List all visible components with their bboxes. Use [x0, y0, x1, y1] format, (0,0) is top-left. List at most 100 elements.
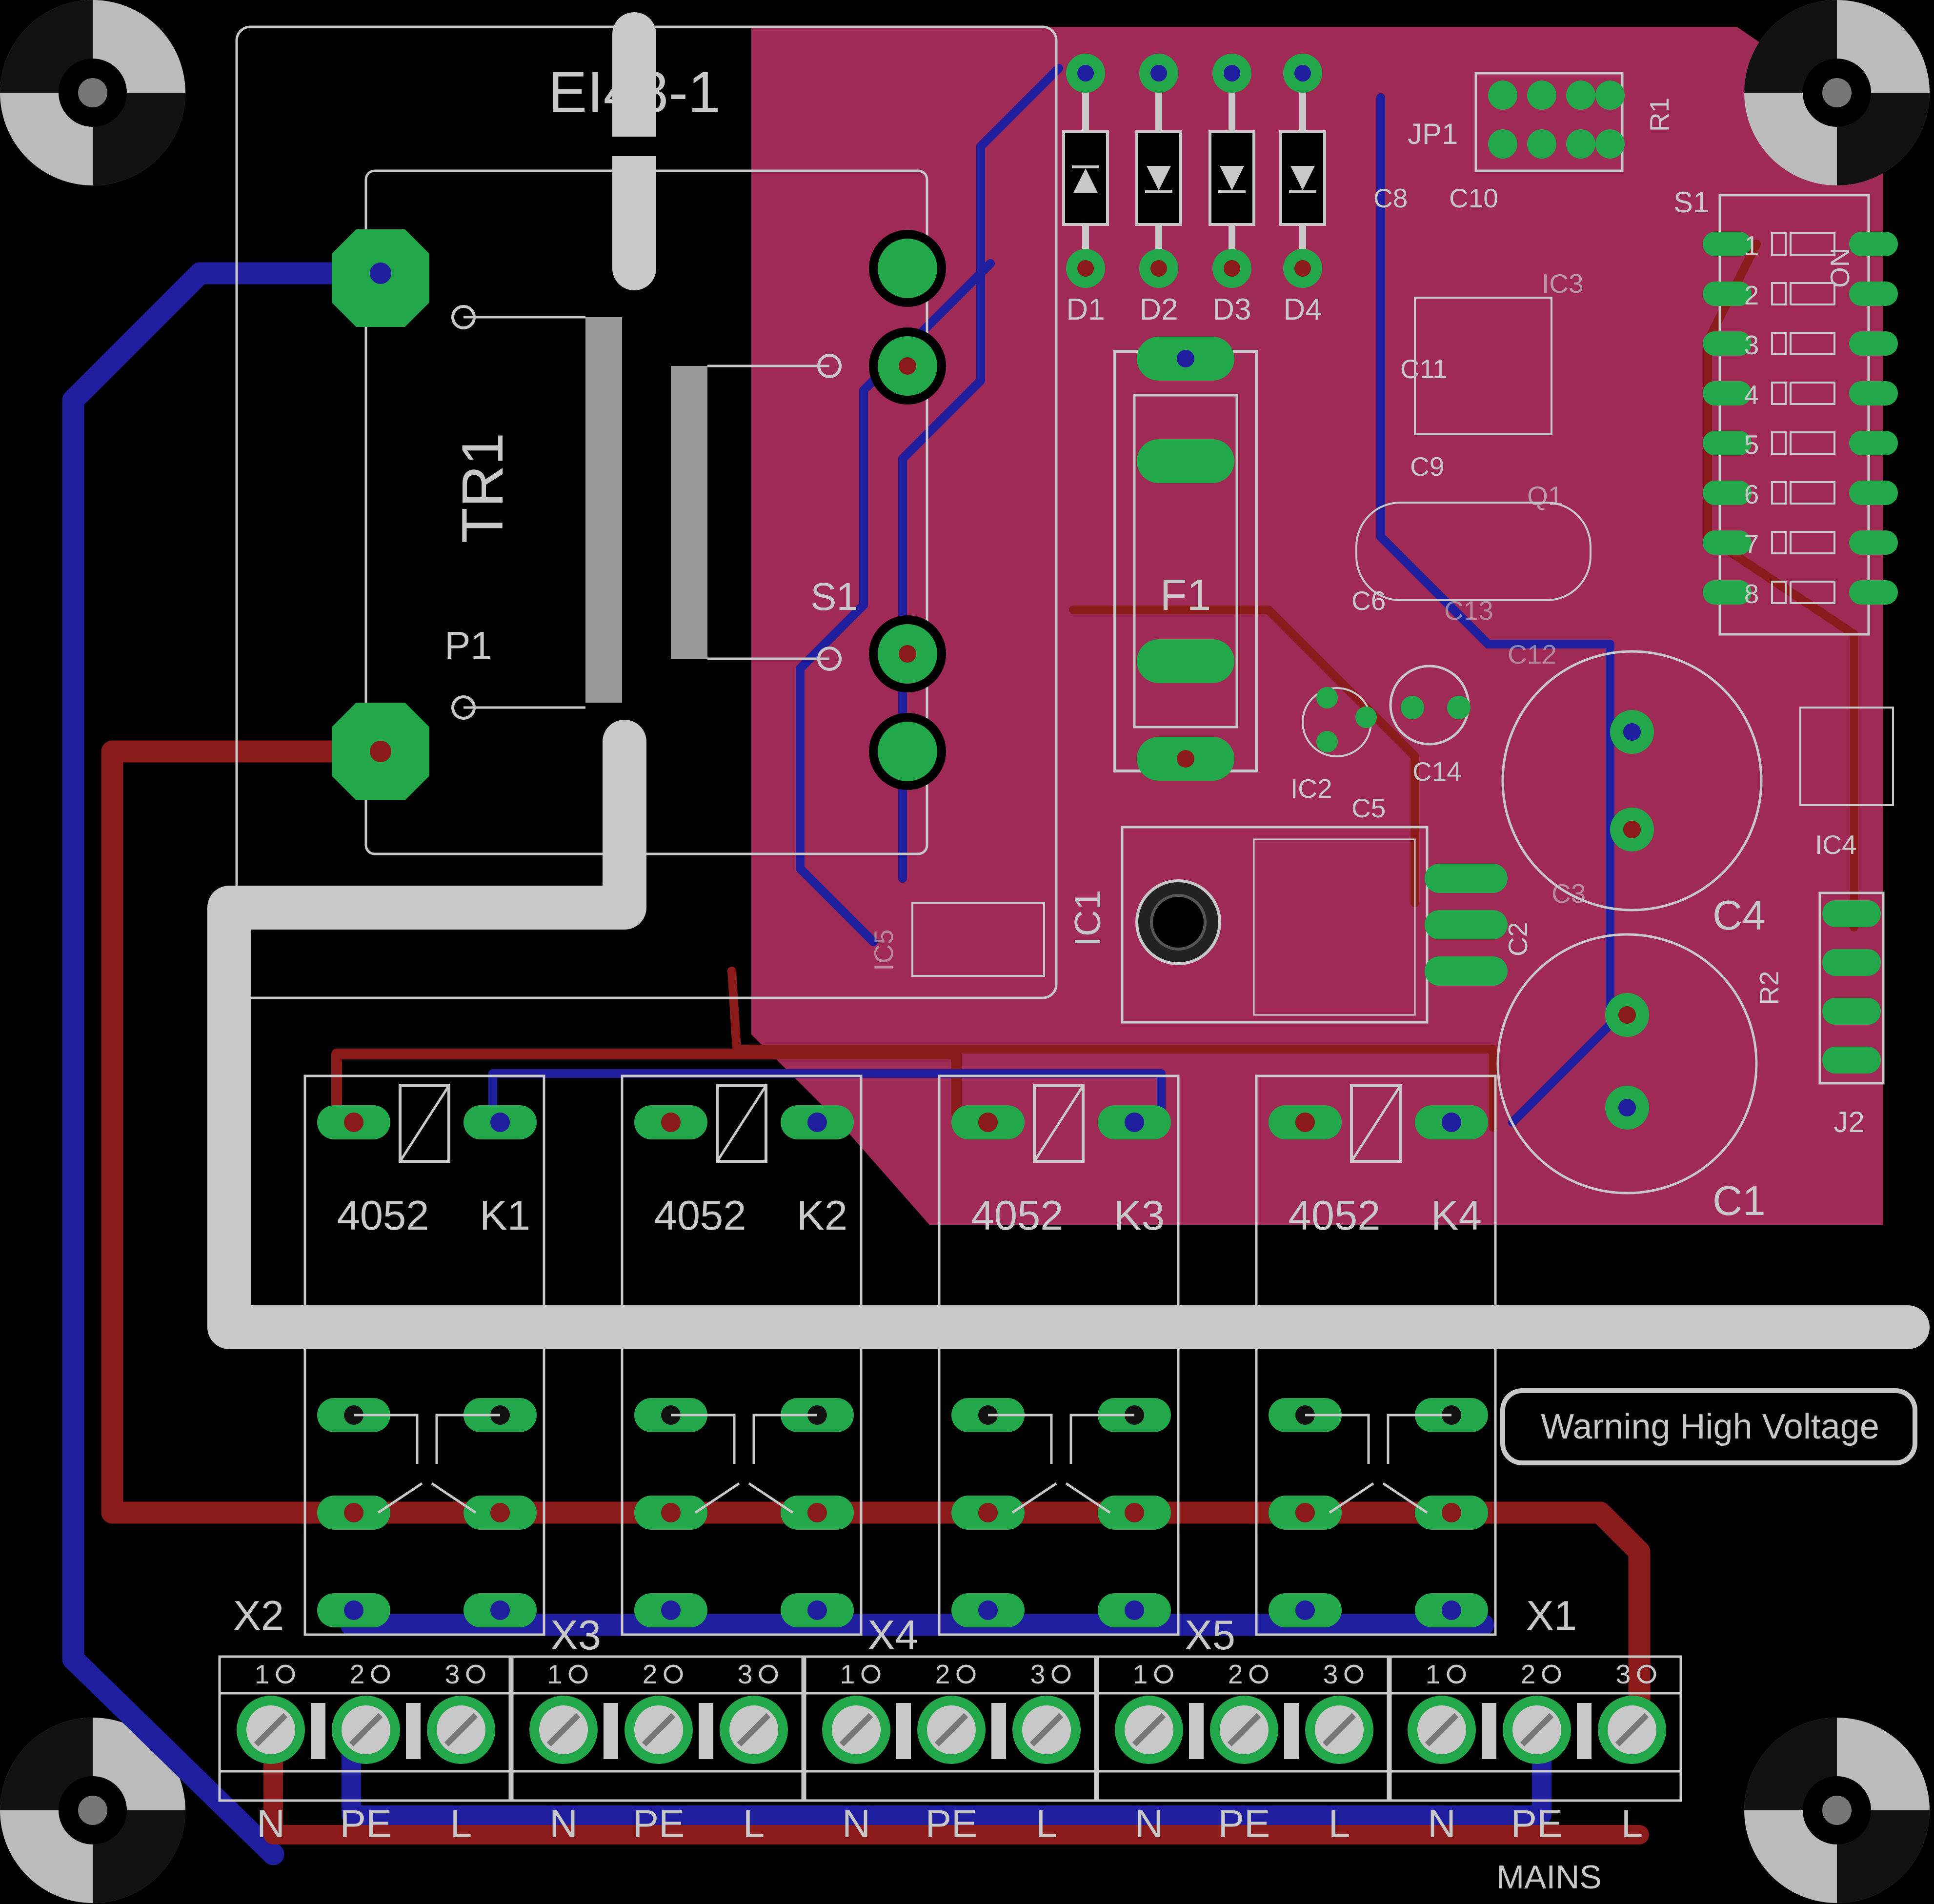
- dip-position-1: 1: [1703, 230, 1898, 261]
- dip-position-label: 2: [1744, 280, 1759, 310]
- cap-c1-label: C1: [1712, 1178, 1766, 1224]
- terminal-ref-label: X3: [550, 1612, 601, 1659]
- capacitor-c4: [1501, 650, 1763, 911]
- diode-d1: D1: [1062, 54, 1109, 326]
- terminal-pin-number: 2: [350, 1659, 365, 1689]
- terminal-pin-number: 3: [1030, 1659, 1046, 1689]
- cap-c14-label: C14: [1412, 756, 1462, 787]
- ic2-label: IC2: [1290, 773, 1332, 804]
- dip-position-2: 2: [1703, 280, 1898, 310]
- transformer-tr1: [207, 12, 1930, 1349]
- mounting-hole-bottom-right: [1744, 1718, 1930, 1903]
- regulator-ic1: IC1: [1067, 826, 1508, 1024]
- ic5-label: IC5: [868, 929, 899, 971]
- relay-k3: 4052 K3: [938, 1074, 1180, 1636]
- fuse-f1: F1: [1113, 337, 1258, 781]
- terminal-ref-label: X5: [1185, 1612, 1235, 1659]
- smd-ic-ic4: [1799, 707, 1894, 806]
- warning-box: Warning High Voltage: [1500, 1388, 1917, 1465]
- header-j2: J2: [1818, 891, 1885, 1138]
- cap-c3-label: C3: [1551, 878, 1586, 909]
- mounting-hole-top-left: [0, 0, 185, 185]
- terminal-label: PE: [340, 1802, 392, 1845]
- terminal-label: PE: [633, 1802, 685, 1845]
- cap-c4-label: C4: [1712, 892, 1766, 939]
- terminal-ref-label: X4: [867, 1612, 918, 1659]
- terminal-label: PE: [1511, 1802, 1563, 1845]
- terminal-pin-number: 3: [1616, 1659, 1631, 1689]
- diode-d4: D4: [1279, 54, 1326, 326]
- mains-label: MAINS: [1496, 1859, 1601, 1896]
- terminal-pin-number: 2: [1228, 1659, 1243, 1689]
- dip-position-3: 3: [1703, 330, 1898, 360]
- relay-ref-label: K2: [797, 1193, 847, 1239]
- terminal-pin-number: 2: [1521, 1659, 1536, 1689]
- dip-position-label: 6: [1744, 479, 1759, 509]
- cap-c10-label: C10: [1449, 183, 1498, 213]
- terminal-pin-number: 1: [255, 1659, 270, 1689]
- cap-c9-label: C9: [1410, 451, 1444, 482]
- terminal-label: L: [743, 1802, 765, 1845]
- terminal-label: L: [1036, 1802, 1058, 1845]
- diode-label: D4: [1283, 293, 1322, 326]
- resistor-r2-label: R2: [1754, 971, 1784, 1005]
- relay-part-label: 4052: [337, 1193, 429, 1239]
- terminal-pin-number: 3: [1323, 1659, 1338, 1689]
- capacitor-c1: [1496, 933, 1758, 1195]
- terminal-pin-number: 1: [1426, 1659, 1441, 1689]
- terminal-pin-number: 2: [643, 1659, 658, 1689]
- crystal-q1: [1355, 502, 1592, 601]
- terminal-label: N: [842, 1802, 870, 1845]
- diode-label: D2: [1139, 293, 1178, 326]
- dip-position-7: 7: [1703, 529, 1898, 559]
- dip-position-4: 4: [1703, 380, 1898, 410]
- smd-ic-ic5: [911, 902, 1045, 977]
- relay-part-label: 4052: [971, 1193, 1063, 1239]
- cap-c11-label: C11: [1400, 354, 1448, 384]
- transformer-primary-label: P1: [444, 624, 492, 667]
- component-labels: C8 C10 C11 C9 C6 C13 C12 C14 C5 C3 C2 C4…: [868, 183, 1857, 1224]
- terminal-pin-number: 2: [935, 1659, 950, 1689]
- terminal-group: 1N2PE3LX21N2PE3LX31N2PE3LX41N2PE3LX51N2P…: [218, 1593, 1682, 1845]
- mounting-hole-top-right: [1744, 0, 1930, 185]
- resistor-r1-label: R1: [1644, 98, 1674, 132]
- terminal-label: N: [1135, 1802, 1163, 1845]
- dip-position-label: 8: [1744, 579, 1759, 609]
- warning-label: Warning High Voltage: [1541, 1407, 1879, 1446]
- capacitor-c14: [1389, 665, 1471, 746]
- diode-label: D1: [1066, 293, 1105, 326]
- regulator-label: IC1: [1067, 890, 1108, 947]
- board-title: EI48-1: [548, 60, 721, 125]
- terminal-pin-number: 1: [1133, 1659, 1148, 1689]
- relay-ref-label: K3: [1114, 1193, 1165, 1239]
- dip-position-5: 5: [1703, 429, 1898, 460]
- terminal-ref-label: X2: [233, 1593, 284, 1639]
- cap-c13-label: C13: [1444, 595, 1493, 626]
- dip-position-label: 1: [1744, 230, 1759, 261]
- terminal-label: PE: [1218, 1802, 1270, 1845]
- relay-part-label: 4052: [654, 1193, 746, 1239]
- terminal-label: L: [1621, 1802, 1643, 1845]
- ic3-label: IC3: [1542, 268, 1584, 299]
- dip-position-6: 6: [1703, 479, 1898, 509]
- terminal-label: N: [549, 1802, 578, 1845]
- transformer-secondary-label: S1: [810, 575, 858, 618]
- terminal-label: N: [257, 1802, 285, 1845]
- dip-position-8: 8: [1703, 579, 1898, 609]
- dip-position-label: 3: [1744, 330, 1759, 360]
- dip-position-label: 4: [1744, 380, 1759, 410]
- crystal-label: Q1: [1527, 481, 1563, 511]
- cap-c8-label: C8: [1373, 183, 1408, 213]
- header-label: J2: [1833, 1106, 1864, 1138]
- ic4-label: IC4: [1815, 830, 1857, 860]
- cap-c2-label: C2: [1503, 922, 1533, 956]
- smd-ic-ic2: [1302, 687, 1377, 757]
